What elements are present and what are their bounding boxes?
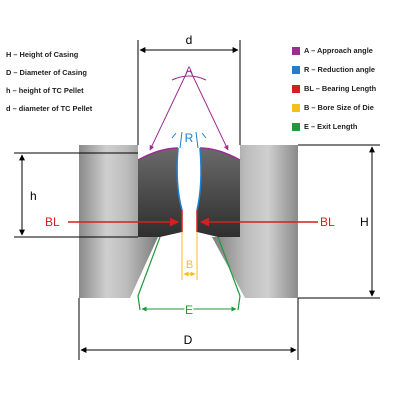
legend-color-item: R – Reduction angle bbox=[292, 60, 400, 79]
legend-item-H: H – Height of Casing bbox=[6, 50, 79, 59]
tc-pellet-right bbox=[197, 148, 240, 237]
legend-swatch-bearing bbox=[292, 84, 300, 93]
legend-colors: A – Approach angle R – Reduction angle B… bbox=[292, 41, 400, 136]
legend-item-h: h – height of TC Pellet bbox=[6, 86, 84, 95]
exit-line-left bbox=[137, 236, 161, 311]
exit-label: E bbox=[185, 303, 193, 317]
reduction-angle-arm-left bbox=[179, 131, 183, 149]
legend-swatch-reduction bbox=[292, 65, 300, 74]
approach-profile-line bbox=[137, 147, 241, 161]
exit-line-right bbox=[217, 236, 241, 311]
legend-label-bore: B – Bore Size of Die bbox=[304, 103, 374, 112]
legend-color-item: A – Approach angle bbox=[292, 41, 400, 60]
legend-item-D: D – Diameter of Casing bbox=[6, 68, 87, 77]
dim-h-label: h bbox=[30, 189, 37, 203]
approach-angle-arm-left bbox=[149, 69, 189, 151]
reduction-angle-arm-right bbox=[195, 131, 199, 149]
legend-swatch-approach bbox=[292, 46, 300, 55]
tc-pellet-left bbox=[138, 148, 182, 237]
reduction-angle-arc bbox=[171, 132, 207, 139]
legend-label-exit: E – Exit Length bbox=[304, 122, 358, 131]
bearing-label-left: BL bbox=[45, 215, 60, 229]
legend-color-item: E – Exit Length bbox=[292, 117, 400, 136]
dim-d-label: d bbox=[186, 33, 193, 47]
legend-swatch-exit bbox=[292, 122, 300, 131]
legend-color-item: BL – Bearing Length bbox=[292, 79, 400, 98]
bore-label: B bbox=[186, 259, 193, 271]
legend-label-bearing: BL – Bearing Length bbox=[304, 84, 377, 93]
legend-color-item: B – Bore Size of Die bbox=[292, 98, 400, 117]
bearing-label-right: BL bbox=[320, 215, 335, 229]
legend-item-d: d – diameter of TC Pellet bbox=[6, 104, 93, 113]
reduction-profile-line bbox=[176, 147, 202, 211]
legend-swatch-bore bbox=[292, 103, 300, 112]
legend-label-approach: A – Approach angle bbox=[304, 46, 373, 55]
legend-label-reduction: R – Reduction angle bbox=[304, 65, 376, 74]
legend-dimensions: H – Height of Casing D – Diameter of Cas… bbox=[6, 50, 136, 122]
reduction-angle-label: R bbox=[185, 131, 194, 145]
dim-D-label: D bbox=[184, 333, 193, 347]
dim-H-label: H bbox=[360, 215, 369, 229]
approach-angle-arm-right bbox=[189, 69, 229, 151]
approach-angle-label: A bbox=[185, 65, 193, 77]
approach-angle-arc bbox=[171, 75, 207, 81]
